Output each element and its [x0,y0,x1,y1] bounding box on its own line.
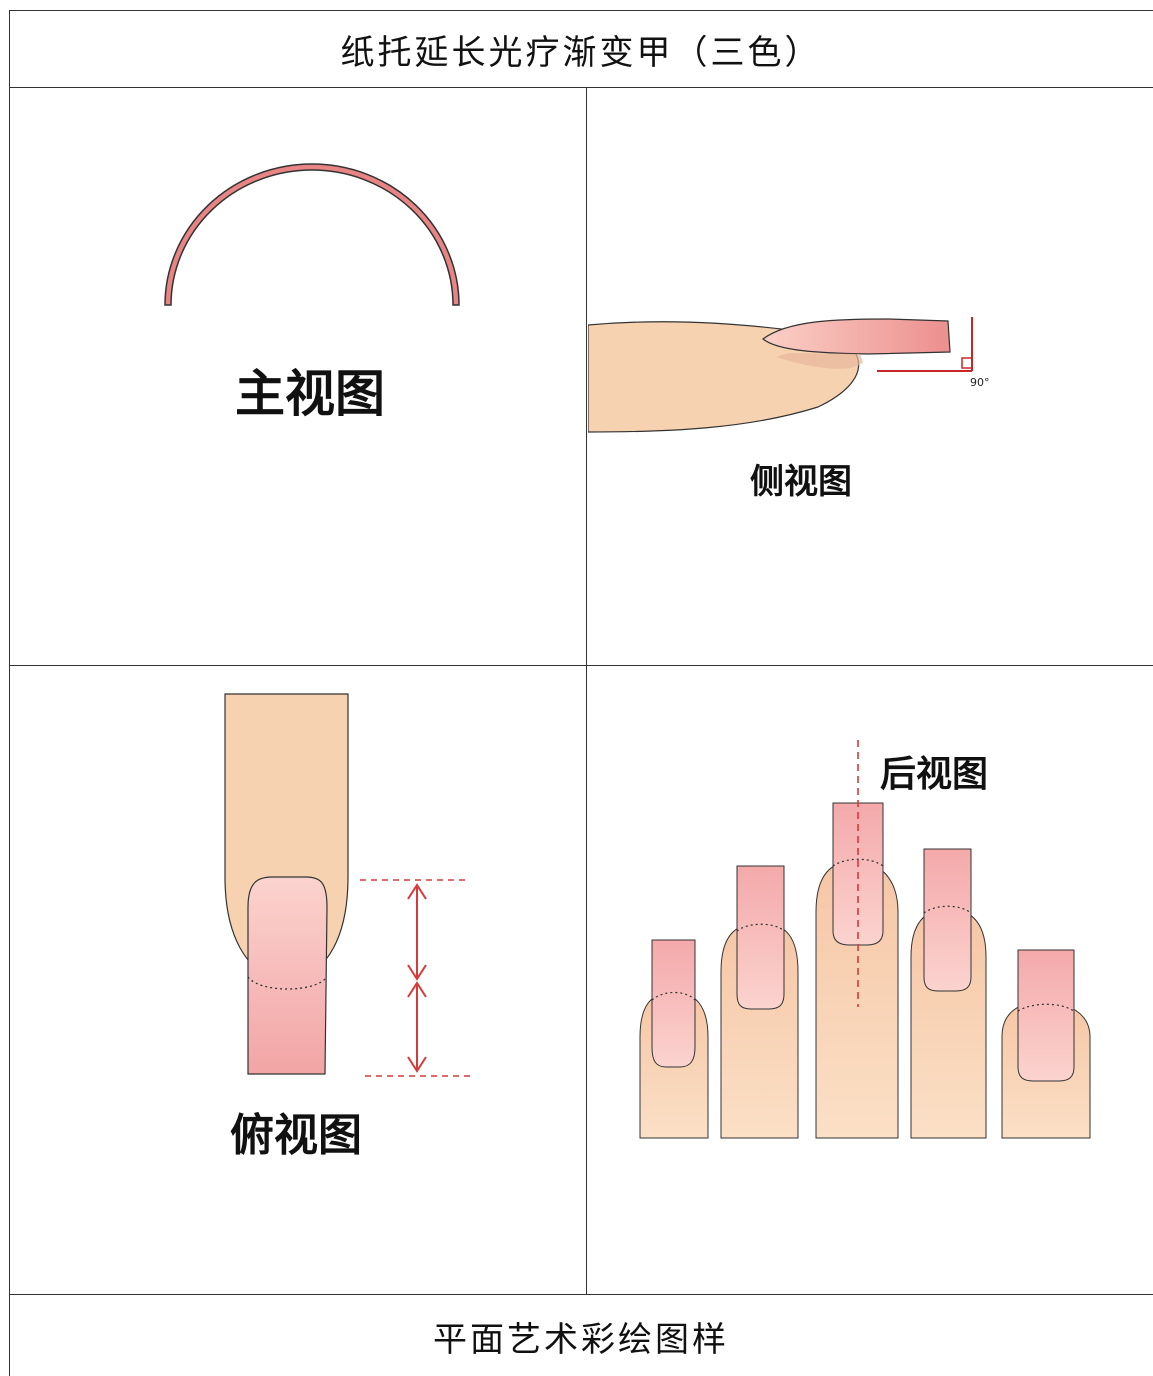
front-view-label: 主视图 [235,365,385,423]
top-view-label: 俯视图 [230,1110,362,1161]
table-frame [9,10,1153,1376]
top-view-finger-illustration [224,693,472,1077]
back-view-fingers-illustration [639,740,1091,1139]
divider-header [9,87,1153,88]
side-view-label: 侧视图 [750,462,852,502]
back-view-label: 后视图 [880,754,989,795]
divider-footer [9,1294,1153,1295]
front-view-panel: 主视图 [10,89,586,665]
front-view-arc-illustration [164,163,460,306]
back-view-panel: 后视图 [588,667,1153,1294]
divider-column [586,87,587,1295]
side-view-angle-text: 90° [970,376,990,389]
divider-middle [9,665,1153,666]
side-view-panel: 90° 侧视图 [588,89,1153,665]
footer-title: 平面艺术彩绘图样 [433,1319,729,1360]
page-title: 纸托延长光疗渐变甲（三色） [340,32,822,73]
side-view-finger-illustration: 90° [588,317,990,433]
top-view-panel: 俯视图 [10,667,586,1294]
